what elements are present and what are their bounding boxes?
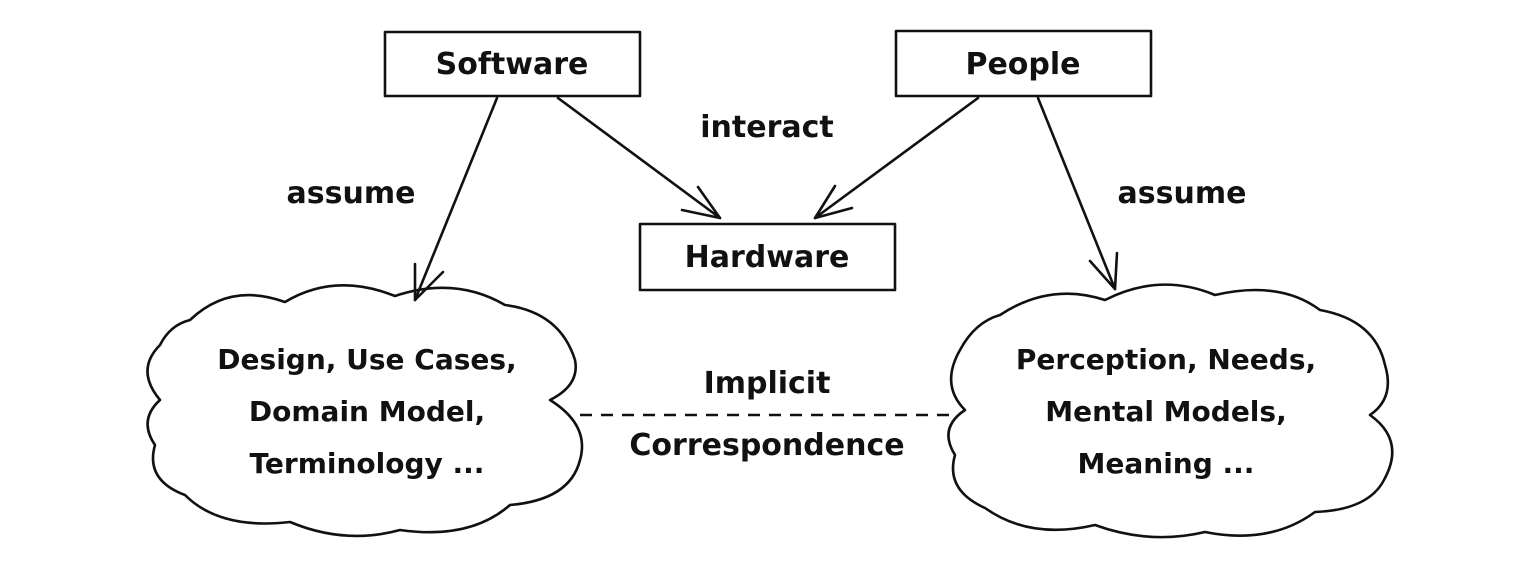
hardware-label: Hardware — [685, 240, 850, 275]
cloud-right-line-3: Meaning ... — [1078, 447, 1255, 480]
cloud-right-line-1: Perception, Needs, — [1016, 343, 1316, 376]
people-label: People — [965, 47, 1080, 82]
arrowhead-people-hardware — [813, 184, 854, 220]
arrow-people-to-hardware — [813, 96, 980, 220]
people-box — [894, 29, 1153, 98]
arrowhead-software-cloud — [413, 262, 445, 302]
correspondence-label: Correspondence — [629, 428, 904, 463]
cloud-people-assumptions — [947, 283, 1394, 539]
software-box — [383, 30, 642, 98]
arrowhead-software-hardware — [680, 185, 722, 220]
arrow-software-to-cloud — [413, 96, 499, 302]
arrow-people-to-cloud — [1036, 96, 1117, 291]
hardware-box — [638, 222, 897, 292]
interact-label: interact — [700, 110, 834, 145]
cloud-software-assumptions — [146, 284, 584, 538]
assume-right-label: assume — [1118, 176, 1247, 211]
implicit-label: Implicit — [704, 366, 831, 401]
cloud-right-line-2: Mental Models, — [1045, 395, 1286, 428]
cloud-left-line-1: Design, Use Cases, — [217, 343, 516, 376]
arrowhead-people-cloud — [1088, 251, 1119, 291]
arrow-software-to-hardware — [556, 96, 722, 220]
cloud-left-line-3: Terminology ... — [250, 447, 485, 480]
software-label: Software — [436, 47, 589, 82]
cloud-left-line-2: Domain Model, — [249, 395, 485, 428]
assume-left-label: assume — [287, 176, 416, 211]
